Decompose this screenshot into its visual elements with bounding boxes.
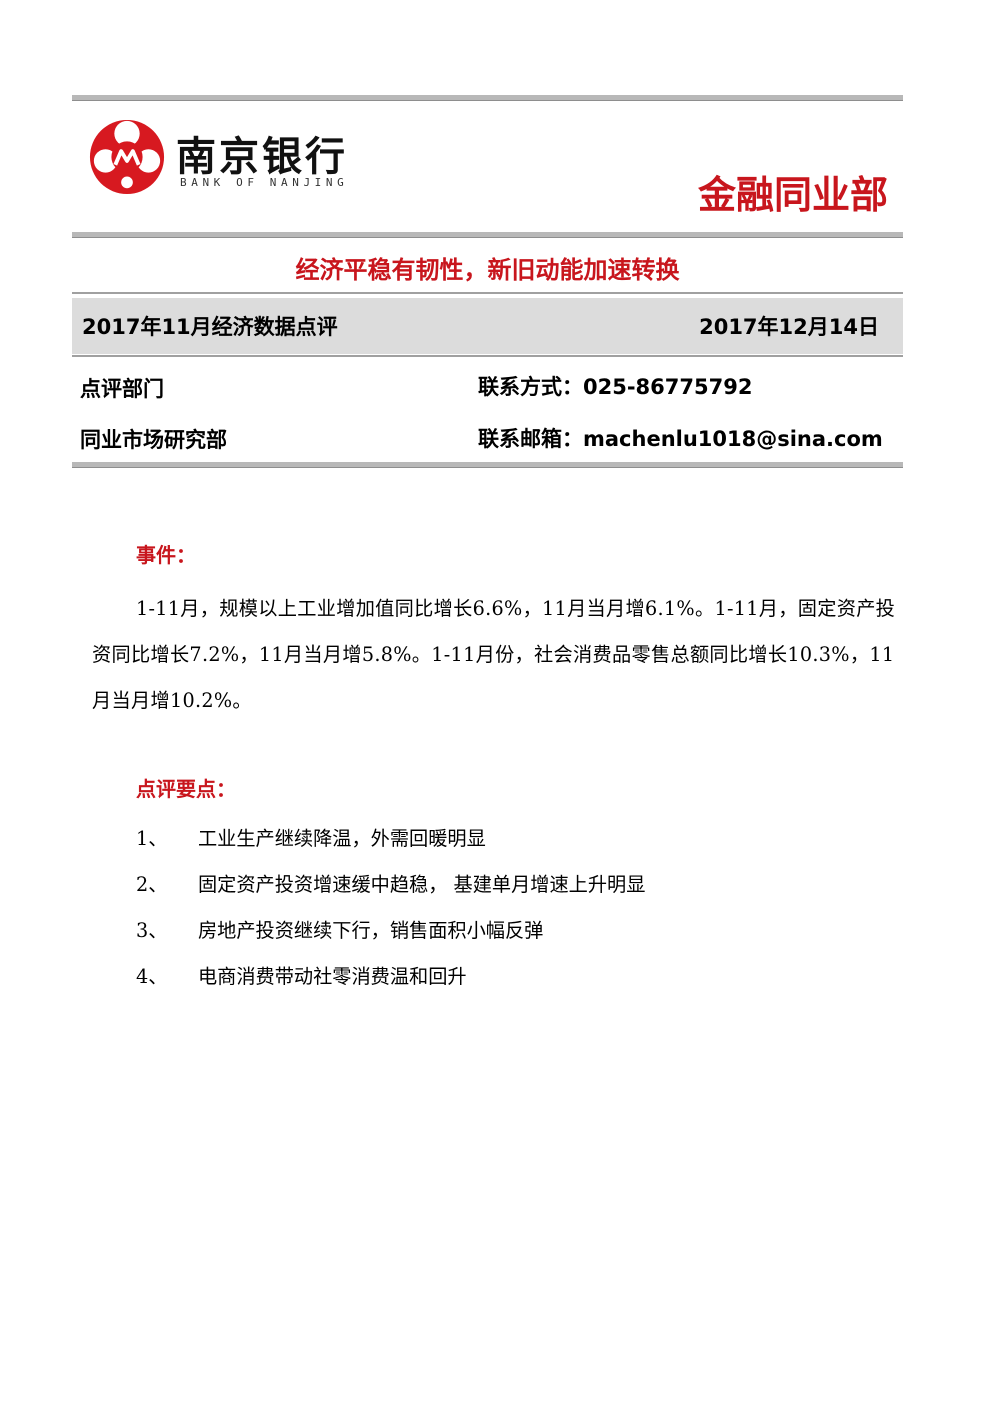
infobar-top-rule [72, 292, 903, 294]
bank-logo-icon [89, 119, 165, 195]
list-item: 4、 电商消费带动社零消费温和回升 [136, 958, 645, 1004]
header-rule [72, 232, 903, 238]
report-headline: 经济平稳有韧性，新旧动能加速转换 [295, 256, 680, 284]
list-item-text: 电商消费带动社零消费温和回升 [198, 965, 467, 988]
logo-chinese-name: 南京银行 [176, 133, 348, 180]
list-item-number: 4、 [136, 965, 168, 988]
list-item-number: 1、 [136, 827, 168, 850]
event-text: 1-11月，规模以上工业增加值同比增长6.6%，11月当月增6.1%。1-11月… [92, 597, 896, 712]
report-title: 2017年11月经济数据点评 [82, 315, 338, 339]
report-date: 2017年12月14日 [699, 315, 879, 339]
dept-label: 点评部门 [80, 377, 164, 401]
list-item-number: 2、 [136, 873, 168, 896]
dept-value: 同业市场研究部 [80, 428, 227, 452]
meta-bottom-rule [72, 462, 903, 468]
list-item: 3、 房地产投资继续下行，销售面积小幅反弹 [136, 912, 645, 958]
contact-email: 联系邮箱：machenlu1018@sina.com [478, 427, 883, 451]
list-item-text: 工业生产继续降温，外需回暖明显 [198, 827, 486, 850]
key-points-heading: 点评要点： [136, 777, 236, 801]
top-rule [72, 95, 903, 101]
infobar-bottom-rule [72, 355, 903, 357]
department-title: 金融同业部 [697, 173, 888, 217]
info-bar: 2017年11月经济数据点评 2017年12月14日 [72, 298, 903, 354]
list-item: 1、 工业生产继续降温，外需回暖明显 [136, 820, 645, 866]
event-heading: 事件： [136, 543, 196, 567]
list-item-number: 3、 [136, 919, 168, 942]
list-item: 2、 固定资产投资增速缓中趋稳， 基建单月增速上升明显 [136, 866, 645, 912]
bank-logo: 南京银行 BANK OF NANJING [88, 116, 353, 196]
logo-english-name: BANK OF NANJING [180, 176, 349, 189]
list-item-text: 固定资产投资增速缓中趋稳， 基建单月增速上升明显 [198, 873, 646, 896]
contact-phone: 联系方式：025-86775792 [478, 375, 753, 399]
key-points-list: 1、 工业生产继续降温，外需回暖明显 2、 固定资产投资增速缓中趋稳， 基建单月增速… [136, 820, 645, 1004]
list-item-text: 房地产投资继续下行，销售面积小幅反弹 [198, 919, 544, 942]
